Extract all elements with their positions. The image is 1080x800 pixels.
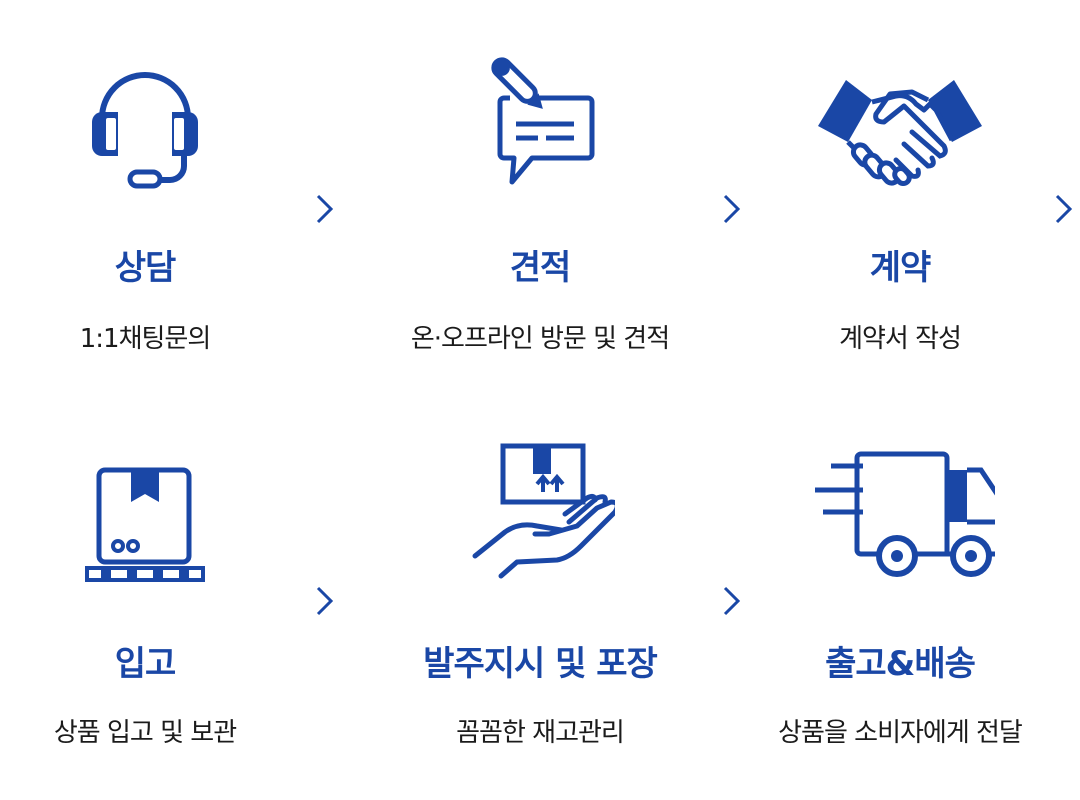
chevron-right-icon bbox=[316, 586, 334, 616]
headset-icon bbox=[80, 58, 210, 194]
quote-pen-icon bbox=[480, 52, 600, 196]
step-title: 견적 bbox=[509, 248, 572, 288]
truck-icon bbox=[805, 450, 1004, 584]
step-order-packing: 발주지시 및 포장 꼼꼼한 재고관리 bbox=[390, 443, 690, 760]
chevron-right-icon bbox=[1055, 194, 1073, 224]
chevron-right-icon bbox=[723, 586, 741, 616]
handshake-icon bbox=[812, 70, 988, 194]
step-title: 입고 bbox=[114, 644, 177, 684]
step-receiving: 입고 상품 입고 및 보관 bbox=[20, 450, 270, 760]
step-title: 출고&배송 bbox=[825, 644, 976, 684]
hand-box-icon bbox=[465, 442, 620, 586]
step-title: 상담 bbox=[114, 248, 177, 288]
step-description: 계약서 작성 bbox=[839, 324, 962, 354]
step-title: 계약 bbox=[869, 248, 932, 288]
step-description: 1:1채팅문의 bbox=[79, 324, 212, 354]
step-description: 상품을 소비자에게 전달 bbox=[778, 718, 1023, 748]
step-description: 상품 입고 및 보관 bbox=[53, 718, 237, 748]
step-quote: 견적 온·오프라인 방문 및 견적 bbox=[380, 50, 700, 360]
chevron-right-icon bbox=[723, 194, 741, 224]
step-description: 꼼꼼한 재고관리 bbox=[456, 718, 625, 748]
step-shipping: 출고&배송 상품을 소비자에게 전달 bbox=[760, 450, 1040, 760]
chevron-right-icon bbox=[316, 194, 334, 224]
step-contract: 계약 계약서 작성 bbox=[760, 50, 1040, 360]
step-consult: 상담 1:1채팅문의 bbox=[45, 50, 245, 360]
step-title: 발주지시 및 포장 bbox=[423, 644, 658, 684]
step-description: 온·오프라인 방문 및 견적 bbox=[410, 324, 670, 354]
box-pallet-icon bbox=[83, 464, 207, 588]
